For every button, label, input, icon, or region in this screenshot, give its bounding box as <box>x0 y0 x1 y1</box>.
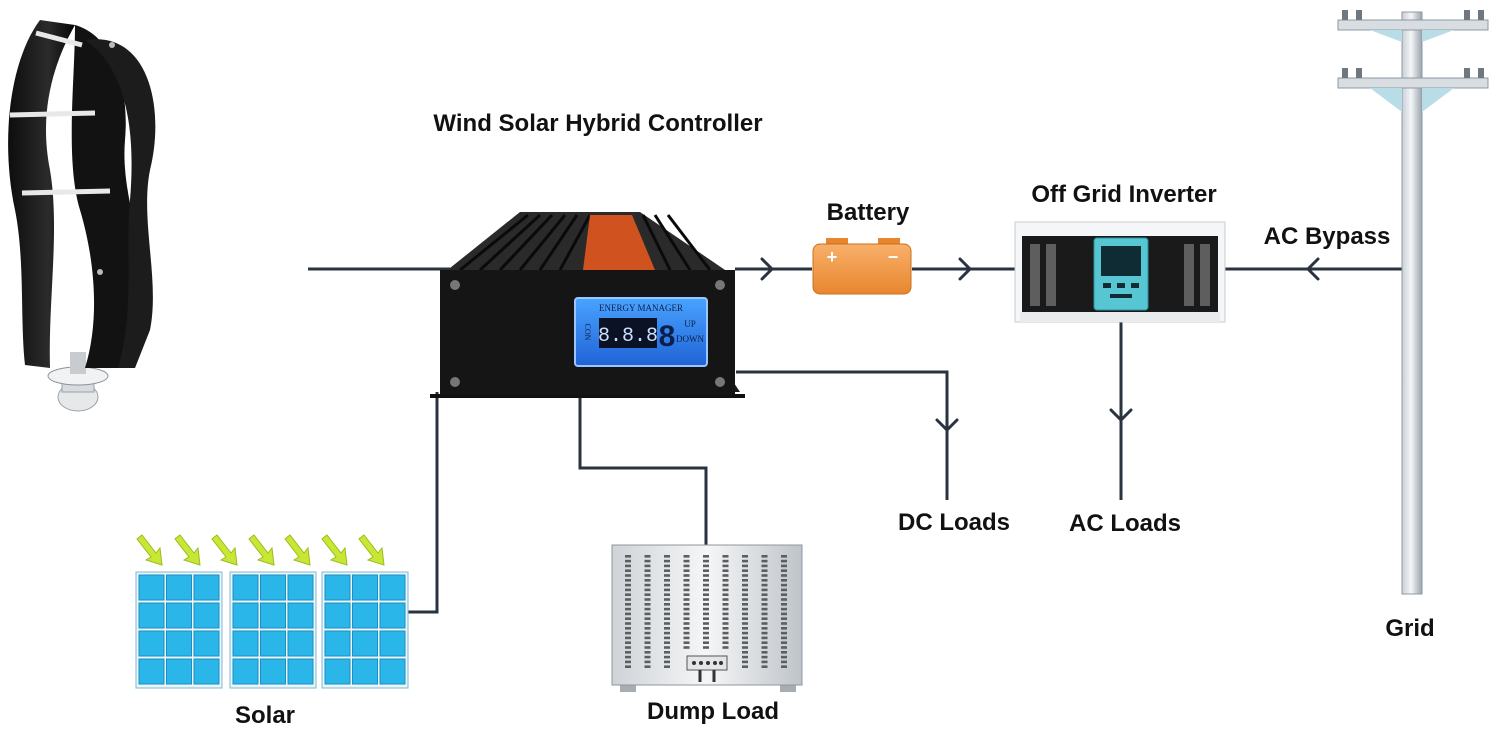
sun-ray-arrow-icon <box>358 534 385 566</box>
label-inverter: Off Grid Inverter <box>1031 181 1216 208</box>
display-up-label: UP <box>684 319 696 329</box>
label-solar: Solar <box>235 702 295 729</box>
display-down-label: DOWN <box>676 334 704 344</box>
label-ac-bypass: AC Bypass <box>1264 223 1391 250</box>
wire-controller-dcloads <box>736 370 949 500</box>
wiring <box>308 267 1402 614</box>
sun-ray-arrow-icon <box>284 534 311 566</box>
battery-plus-sign: + <box>827 247 838 267</box>
sun-ray-arrow-icon <box>136 534 163 566</box>
sun-ray-arrow-icon <box>174 534 201 566</box>
controller-label-plate <box>583 215 655 270</box>
solar-panel <box>229 571 317 689</box>
arrow-down-icon <box>1109 408 1133 423</box>
arrow-right-icon <box>760 257 775 281</box>
sun-ray-arrow-icon <box>211 534 238 566</box>
arrow-down-icon <box>935 418 959 433</box>
label-dc-loads: DC Loads <box>898 509 1010 536</box>
solar-panel <box>321 571 409 689</box>
battery-minus-sign: − <box>888 247 899 267</box>
label-grid: Grid <box>1385 615 1434 642</box>
display-digits: 8.8.8 <box>598 325 658 348</box>
arrow-right-icon <box>958 257 973 281</box>
wire-controller-dumpload <box>578 394 708 545</box>
display-header: ENERGY MANAGER <box>599 303 683 313</box>
battery-body <box>812 243 912 295</box>
label-ac-loads: AC Loads <box>1069 510 1181 537</box>
utility-pole <box>1337 10 1489 595</box>
arrow-left-icon <box>1305 257 1320 281</box>
sun-ray-arrow-icon <box>248 534 275 566</box>
dump-load <box>611 544 803 692</box>
sun-ray-arrow-icon <box>321 534 348 566</box>
turbine-blade <box>85 39 156 368</box>
label-dump-load: Dump Load <box>647 698 779 725</box>
label-controller: Wind Solar Hybrid Controller <box>433 110 762 137</box>
solar-panels <box>135 571 409 689</box>
solar-panel <box>135 571 223 689</box>
sun-rays <box>136 534 385 566</box>
dump-load-vents <box>625 555 787 668</box>
label-battery: Battery <box>827 199 910 226</box>
display-big-digit: 8 <box>659 320 676 353</box>
hybrid-controller: ENERGY MANAGER CON 8.8.8 8 UP DOWN <box>430 212 745 398</box>
off-grid-inverter <box>1014 221 1226 323</box>
wind-turbine <box>8 20 156 412</box>
battery: + − <box>812 238 912 295</box>
display-side-label: CON <box>583 324 592 341</box>
flow-arrows <box>760 257 1320 433</box>
wire-controller-solar <box>408 392 439 614</box>
